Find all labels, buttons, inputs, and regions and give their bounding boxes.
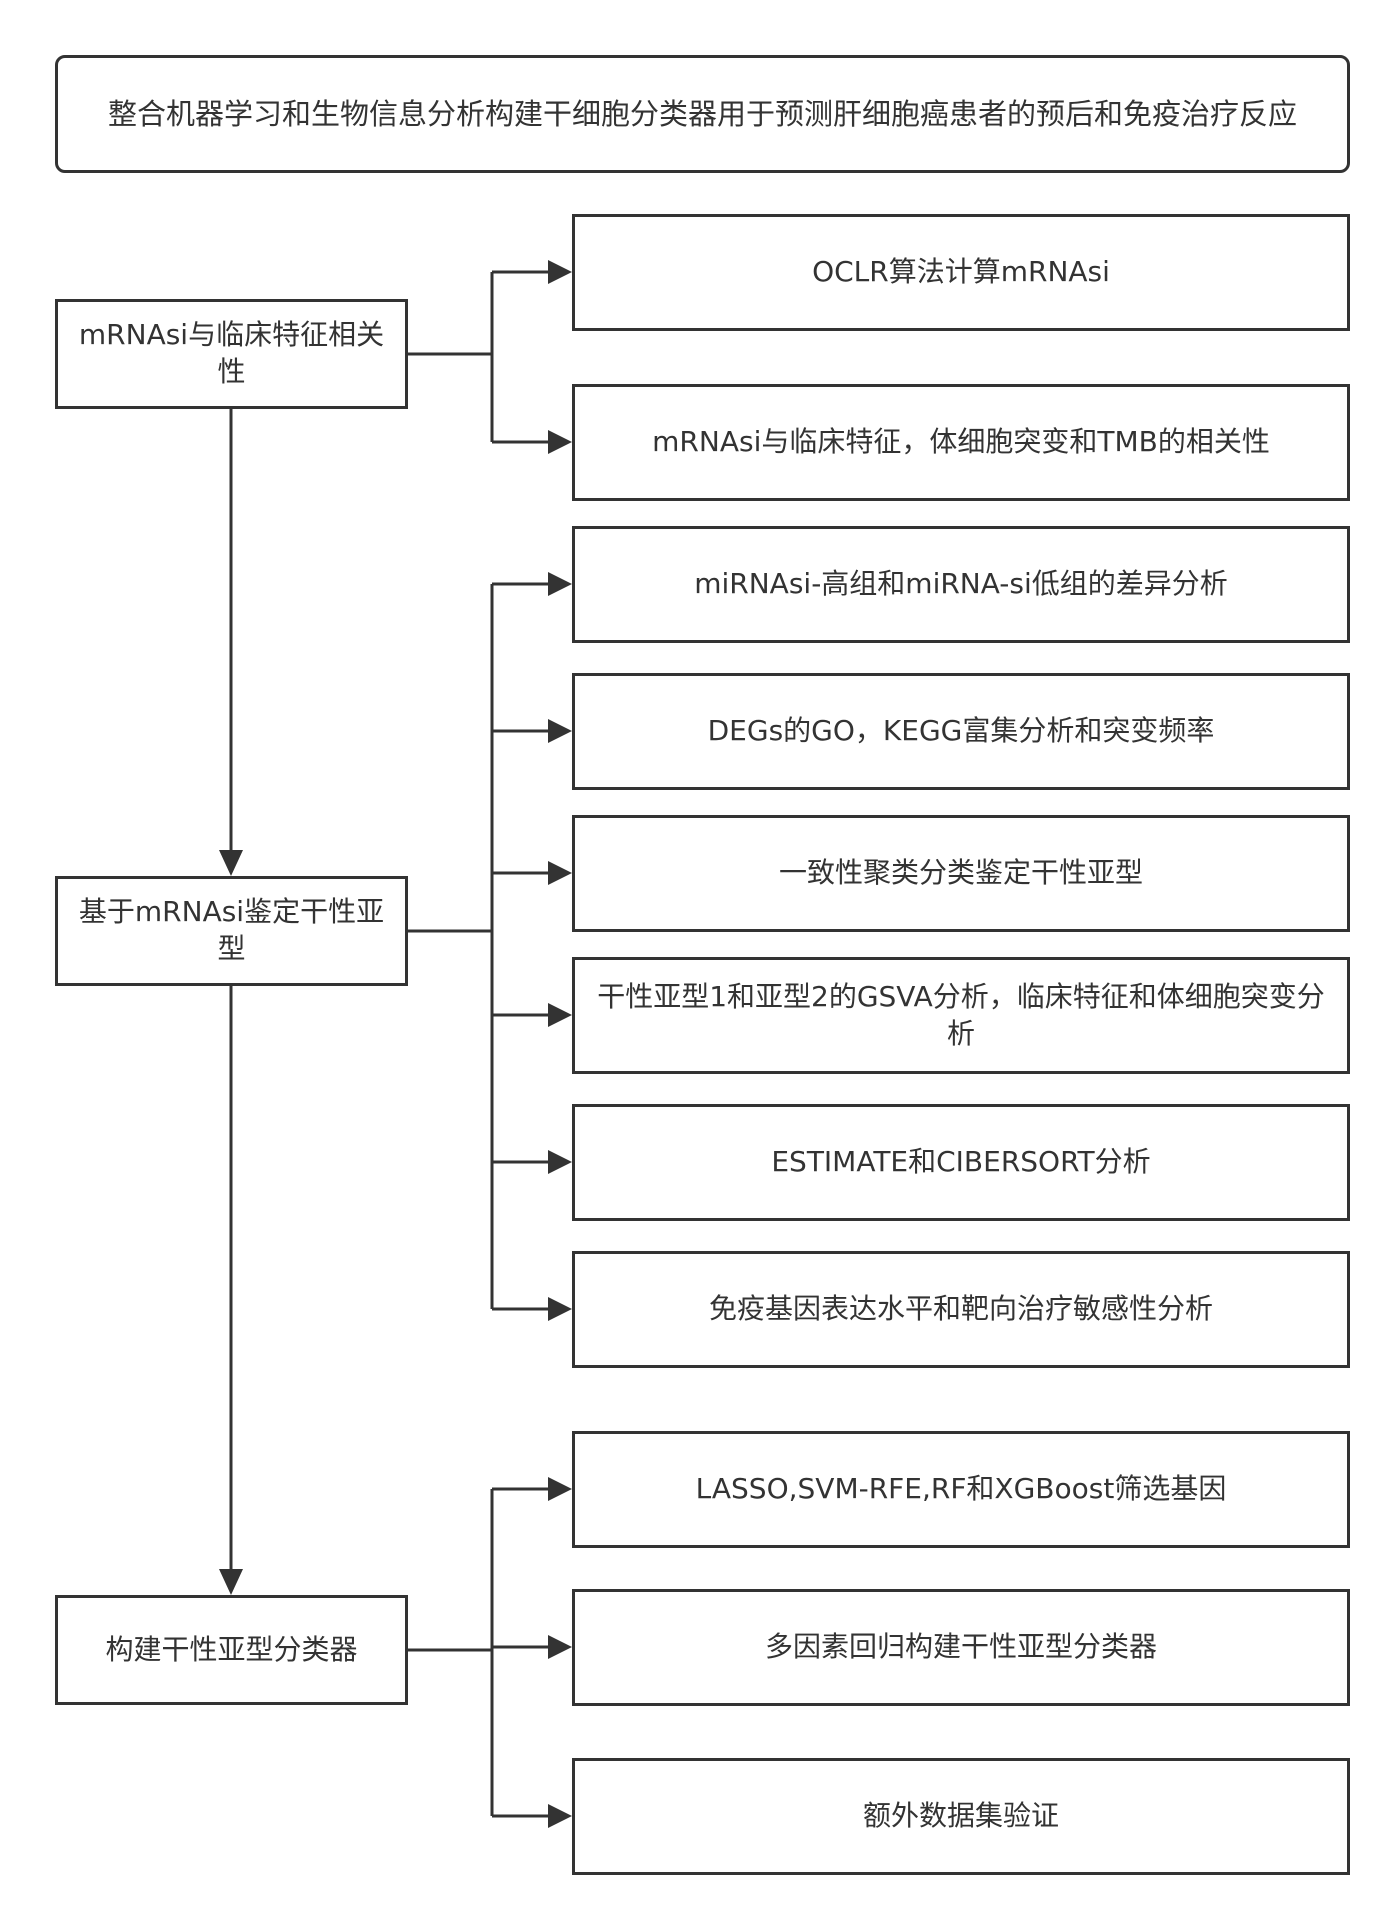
arrowhead-icon	[548, 719, 572, 743]
step-label: LASSO,SVM-RFE,RF和XGBoost筛选基因	[695, 1472, 1227, 1506]
step-box: mRNAsi与临床特征，体细胞突变和TMB的相关性	[572, 384, 1350, 501]
arrowhead-icon	[548, 1297, 572, 1321]
step-label: 额外数据集验证	[862, 1799, 1059, 1833]
step-box: 一致性聚类分类鉴定干性亚型	[572, 815, 1350, 932]
arrowhead-icon	[548, 1635, 572, 1659]
arrowhead-icon	[548, 260, 572, 284]
arrowhead-icon	[548, 861, 572, 885]
step-label: 多因素回归构建干性亚型分类器	[764, 1630, 1157, 1664]
step-label: OCLR算法计算mRNAsi	[812, 255, 1110, 289]
step-box: 多因素回归构建干性亚型分类器	[572, 1589, 1350, 1706]
arrowhead-icon	[548, 1003, 572, 1027]
arrowhead-icon	[548, 1477, 572, 1501]
step-box: OCLR算法计算mRNAsi	[572, 214, 1350, 331]
step-box: 免疫基因表达水平和靶向治疗敏感性分析	[572, 1251, 1350, 1368]
step-box: DEGs的GO，KEGG富集分析和突变频率	[572, 673, 1350, 790]
stage-label: 基于mRNAsi鉴定干性亚型	[78, 895, 385, 965]
step-label: 干性亚型1和亚型2的GSVA分析，临床特征和体细胞突变分析	[597, 979, 1325, 1050]
arrowhead-icon	[548, 430, 572, 454]
step-label: 免疫基因表达水平和靶向治疗敏感性分析	[708, 1292, 1213, 1326]
title-text: 整合机器学习和生物信息分析构建干细胞分类器用于预测肝细胞癌患者的预后和免疫治疗反…	[107, 96, 1297, 131]
stage-label: mRNAsi与临床特征相关性	[78, 318, 385, 388]
step-label: miRNAsi-高组和miRNA-si低组的差异分析	[694, 567, 1228, 601]
arrowhead-icon	[548, 1150, 572, 1174]
step-box: 额外数据集验证	[572, 1758, 1350, 1875]
step-box: miRNAsi-高组和miRNA-si低组的差异分析	[572, 526, 1350, 643]
step-label: DEGs的GO，KEGG富集分析和突变频率	[707, 714, 1215, 748]
stage-box-classifier: 构建干性亚型分类器	[55, 1595, 408, 1705]
arrowhead-icon	[219, 1569, 243, 1595]
stage-box-stemness-subtypes: 基于mRNAsi鉴定干性亚型	[55, 876, 408, 986]
arrowhead-icon	[219, 850, 243, 876]
step-label: ESTIMATE和CIBERSORT分析	[771, 1145, 1151, 1179]
stage-box-mrnasi-correlation: mRNAsi与临床特征相关性	[55, 299, 408, 409]
stage-label: 构建干性亚型分类器	[105, 1632, 358, 1666]
step-label: 一致性聚类分类鉴定干性亚型	[778, 856, 1143, 890]
step-box: ESTIMATE和CIBERSORT分析	[572, 1104, 1350, 1221]
arrowhead-icon	[548, 572, 572, 596]
step-box: LASSO,SVM-RFE,RF和XGBoost筛选基因	[572, 1431, 1350, 1548]
step-label: mRNAsi与临床特征，体细胞突变和TMB的相关性	[652, 425, 1270, 459]
title-box: 整合机器学习和生物信息分析构建干细胞分类器用于预测肝细胞癌患者的预后和免疫治疗反…	[55, 55, 1350, 173]
step-box: 干性亚型1和亚型2的GSVA分析，临床特征和体细胞突变分析	[572, 957, 1350, 1074]
arrowhead-icon	[548, 1804, 572, 1828]
